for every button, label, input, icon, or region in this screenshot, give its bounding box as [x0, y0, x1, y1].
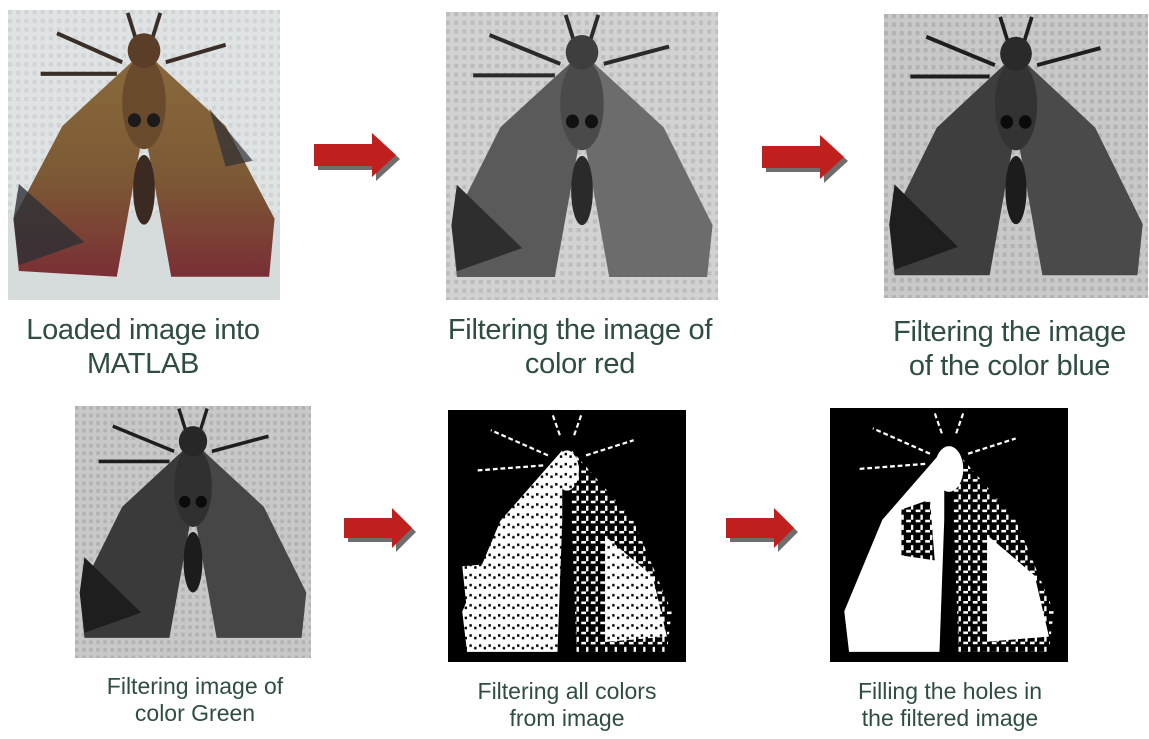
right-arrow-icon-shape: [726, 508, 800, 552]
right-arrow-icon: [314, 133, 402, 181]
image-holes-filled: [830, 408, 1068, 662]
caption-green-line-1: Filtering image of: [70, 673, 320, 700]
right-arrow-icon-shape: [762, 135, 850, 183]
image-all-colors-filtered: [448, 410, 686, 662]
moth-photo-color: [8, 10, 280, 300]
caption-loaded: Loaded image into MATLAB: [0, 313, 286, 381]
image-red-filtered: [446, 12, 718, 300]
caption-blue-line-1: Filtering the image: [870, 315, 1149, 349]
image-blue-filtered: [884, 14, 1148, 298]
caption-blue-line-2: of the color blue: [870, 349, 1149, 383]
image-loaded: [8, 10, 280, 300]
right-arrow-icon: [762, 135, 850, 183]
right-arrow-icon: [726, 508, 800, 552]
caption-green: Filtering image of color Green: [70, 673, 320, 727]
right-arrow-icon: [344, 508, 418, 552]
image-green-filtered: [75, 406, 311, 658]
caption-loaded-line-2: MATLAB: [0, 347, 286, 381]
caption-red-line-1: Filtering the image of: [420, 313, 740, 347]
caption-loaded-line-1: Loaded image into: [0, 313, 286, 347]
right-arrow-icon-shape: [344, 508, 418, 552]
moth-filled-mask: [830, 408, 1068, 662]
caption-filled-line-2: the filtered image: [810, 705, 1090, 732]
caption-filled: Filling the holes in the filtered image: [810, 678, 1090, 732]
caption-all-colors-line-2: from image: [437, 705, 697, 732]
caption-all-colors-line-1: Filtering all colors: [437, 678, 697, 705]
moth-photo-dark: [75, 406, 311, 658]
caption-green-line-2: color Green: [70, 700, 320, 727]
right-arrow-icon-shape: [314, 133, 402, 181]
moth-photo-dark: [884, 14, 1148, 298]
caption-red: Filtering the image of color red: [420, 313, 740, 381]
moth-binary-mask: [448, 410, 686, 662]
caption-blue: Filtering the image of the color blue: [870, 315, 1149, 383]
caption-filled-line-1: Filling the holes in: [810, 678, 1090, 705]
moth-photo-grayscale: [446, 12, 718, 300]
caption-all-colors: Filtering all colors from image: [437, 678, 697, 732]
caption-red-line-2: color red: [420, 347, 740, 381]
